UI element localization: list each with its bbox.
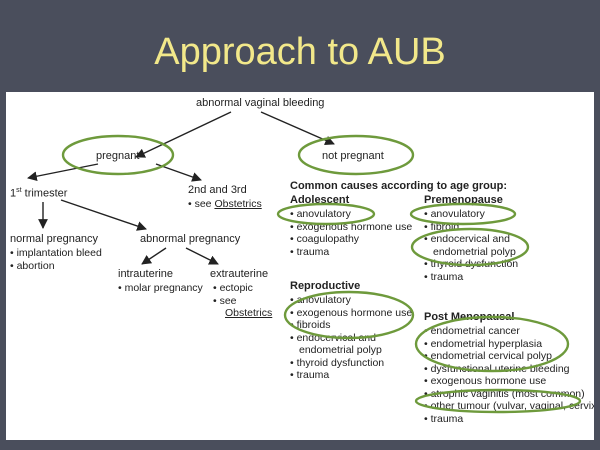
highlight-adolescent-anovulatory [276,202,376,226]
normal-pregnancy-heading: normal pregnancy [10,233,99,245]
arrow-abnormal-to-intra [141,247,167,265]
pregnant-node: pregnant [96,150,140,162]
highlight-pregnant [61,134,175,176]
highlight-not-pregnant [297,134,415,176]
extrauterine-list: ectopic see Obstetrics [213,282,273,320]
list-item: anovulatory [424,208,518,221]
list-item-continued: endometrial polyp [433,245,516,258]
list-item: molar pregnancy [118,282,203,295]
abnormal-pregnancy-node: abnormal pregnancy [140,233,241,245]
highlight-postmenopausal-group [414,315,570,373]
first-trimester-node: 1st trimester [10,187,68,200]
list-item: exogenous hormone use [424,375,594,388]
list-item: trauma [290,246,412,259]
intrauterine-list: molar pregnancy [118,282,203,295]
highlight-atrophic-vaginitis [414,388,582,414]
list-item: implantation bleed [10,247,102,260]
reproductive-heading: Reproductive [290,280,361,292]
premenopause-heading: Premenopause [424,194,503,206]
arrow-root-to-pregnant [135,111,232,158]
highlight-ellipses [61,134,582,414]
list-item: ectopic [213,282,272,295]
list-item-continued: endometrial polyp [299,344,382,356]
list-item: exogenous hormone use [290,307,413,320]
list-item: thyroid dysfunction [290,357,412,370]
list-item: trauma [424,413,594,426]
common-causes-heading: Common causes according to age group: [290,180,507,192]
normal-pregnancy-list: implantation bleed abortion [10,247,102,272]
slide-title: Approach to AUB [154,31,446,73]
list-item: fibroids [290,319,412,332]
highlight-premenopause-polyp [410,227,530,267]
second-third-see: see Obstetrics [188,198,262,211]
extrauterine-heading: extrauterine [210,268,269,280]
list-item: see [213,295,272,308]
not-pregnant-node: not pregnant [322,150,384,162]
list-item: trauma [424,271,518,284]
arrow-abnormal-to-extra [185,247,219,265]
obstetrics-link-1[interactable]: Obstetrics [214,198,262,210]
highlight-reproductive-group [283,290,415,340]
diagram-panel: abnormal vaginal bleeding pregnant not p… [6,92,594,440]
list-item: endometrial cancer [424,325,594,338]
post-menopausal-list: endometrial cancer endometrial hyperplas… [424,325,594,425]
list-item: coagulopathy [290,233,412,246]
second-third-node: 2nd and 3rd [188,184,247,196]
list-item: abortion [10,260,102,273]
list-item: endometrial hyperplasia [424,338,594,351]
obstetrics-link-2[interactable]: Obstetrics [225,307,273,319]
list-item: endometrial cervical polyp [424,350,594,363]
list-item: trauma [290,369,412,382]
arrow-pregnant-to-first [27,163,99,182]
adolescent-list: anovulatory exogenous hormone use coagul… [290,208,413,259]
root-node: abnormal vaginal bleeding [196,97,325,109]
list-item: anovulatory [290,208,412,221]
arrow-first-to-abnormal [60,199,147,231]
list-item: endocervical and [424,233,518,246]
highlight-premenopause-anovulatory [409,202,517,226]
intrauterine-heading: intrauterine [118,268,174,280]
